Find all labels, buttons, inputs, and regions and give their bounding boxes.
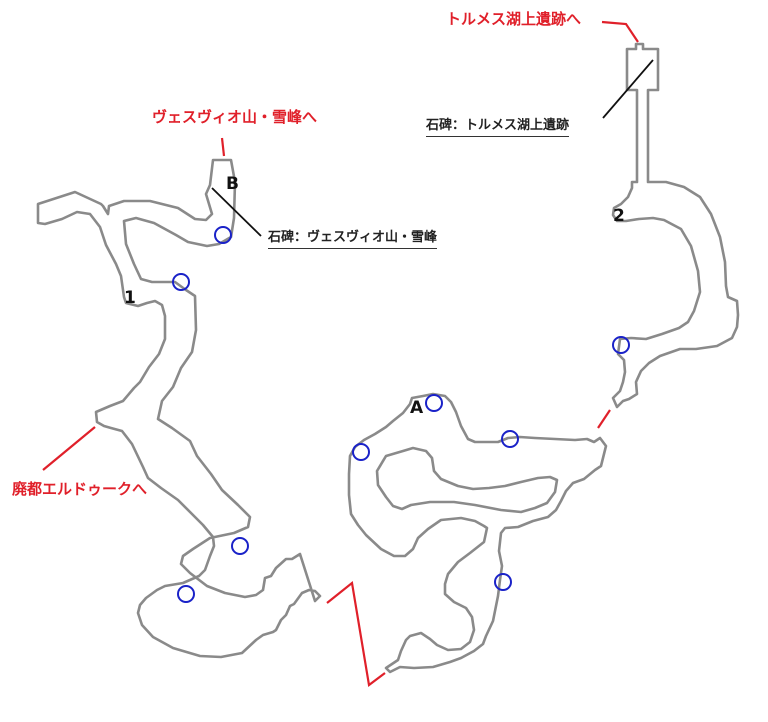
- exit-label-tolmes: トルメス湖上遺跡へ: [446, 10, 582, 28]
- marker-b: B: [226, 174, 239, 194]
- chest-icon[interactable]: [501, 430, 519, 448]
- exit-line-eldoak: [42, 426, 96, 471]
- marker-a: A: [410, 398, 424, 418]
- sign-label-vesuvio: 石碑：ヴェスヴィオ山・雪峰: [268, 226, 438, 249]
- marker-1: 1: [124, 288, 136, 308]
- exit-line-vesuvio: [220, 137, 226, 157]
- chest-icon[interactable]: [494, 573, 512, 591]
- marker-2: 2: [613, 206, 625, 226]
- exit-label-eldoak: 廃都エルドゥークへ: [12, 480, 148, 498]
- exit-line-tolmes: [601, 20, 639, 43]
- wall-right-upper: [611, 42, 740, 409]
- sign-line-vesuvio: [211, 187, 262, 237]
- sign-label-tolmes: 石碑：トルメス湖上遺跡: [426, 114, 570, 137]
- wall-middle-outer: [347, 392, 608, 674]
- exit-label-vesuvio: ヴェスヴィオ山・雪峰へ: [152, 108, 318, 126]
- chest-icon[interactable]: [352, 443, 370, 461]
- chest-icon[interactable]: [612, 336, 630, 354]
- wall-middle-island: [375, 446, 559, 514]
- chest-icon[interactable]: [172, 273, 190, 291]
- exit-line-bridge-right: [597, 409, 611, 429]
- chest-icon[interactable]: [177, 585, 195, 603]
- chest-icon[interactable]: [214, 226, 232, 244]
- sign-line-tolmes: [602, 59, 654, 119]
- wall-left-outer: [36, 158, 322, 659]
- exit-line-bridge-left: [326, 580, 386, 687]
- chest-icon[interactable]: [231, 537, 249, 555]
- chest-icon[interactable]: [425, 394, 443, 412]
